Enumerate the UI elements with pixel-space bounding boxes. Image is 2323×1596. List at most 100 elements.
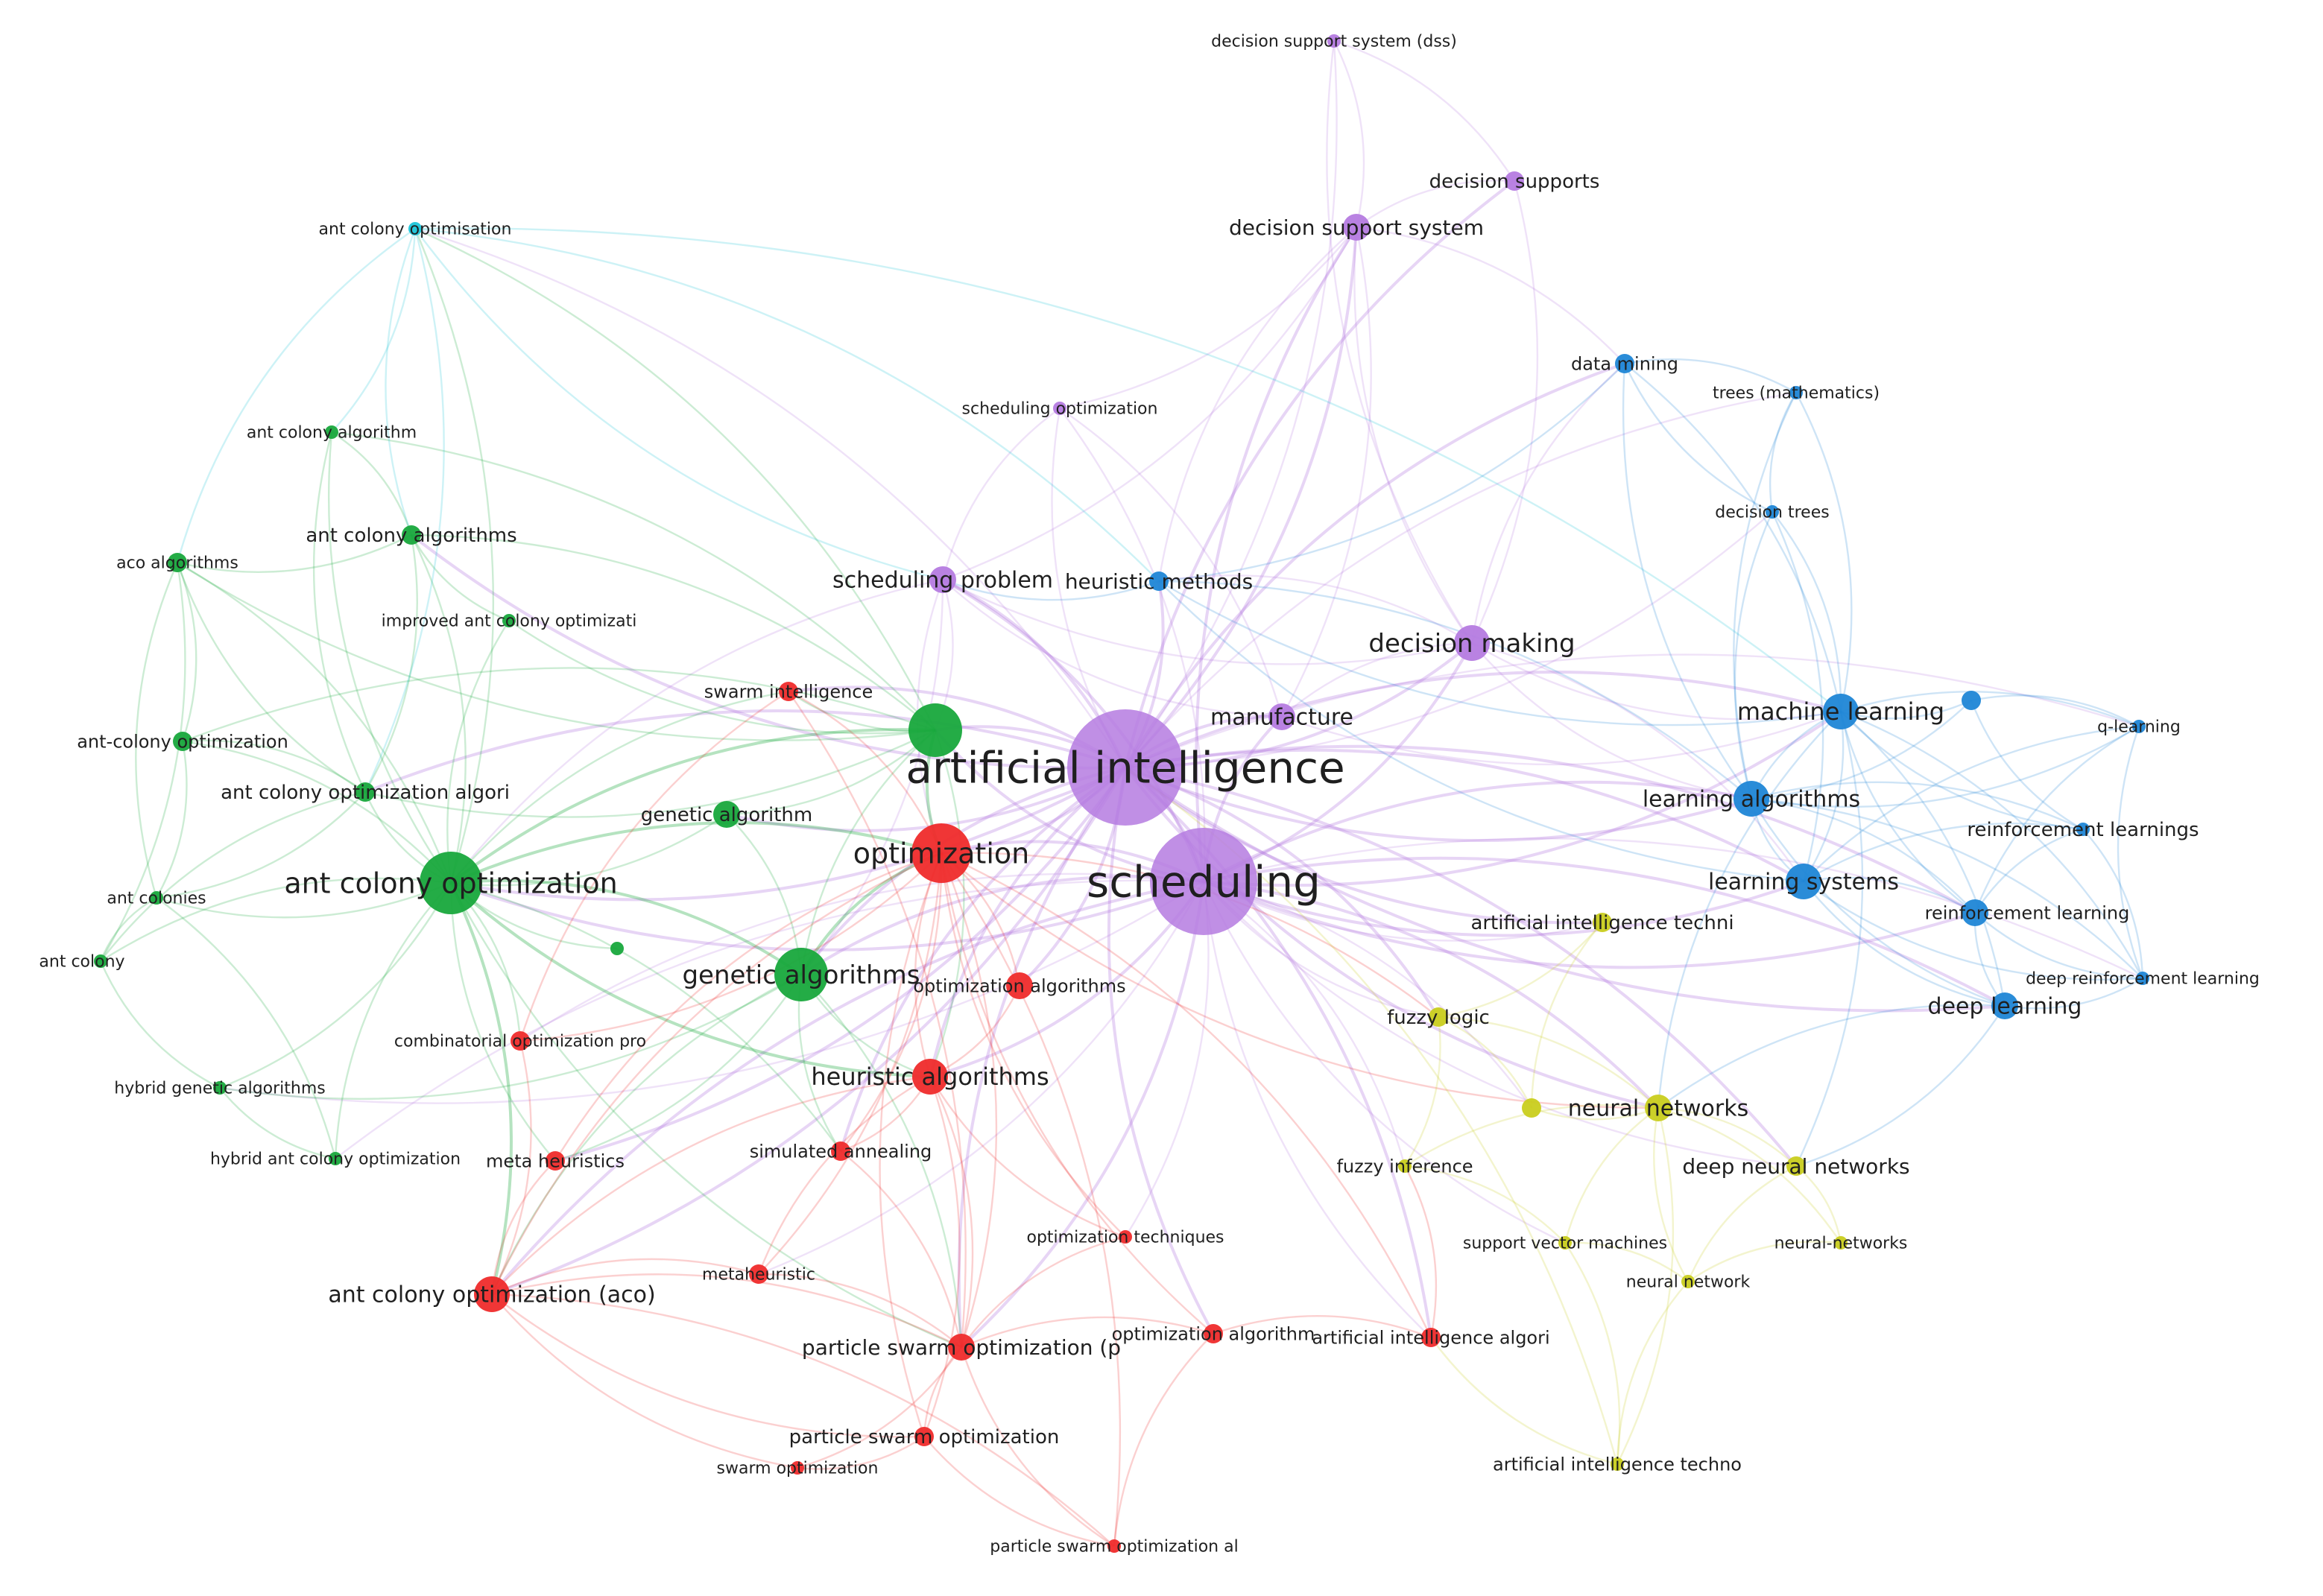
node-ai[interactable]: [1067, 709, 1183, 826]
node-so[interactable]: [1053, 402, 1066, 415]
node-mlsm[interactable]: [1962, 691, 1981, 710]
node-fl[interactable]: [1429, 1007, 1448, 1027]
edge-dl-nn: [1657, 1004, 2006, 1109]
node-mh[interactable]: [546, 1151, 565, 1171]
edge-nn-nns: [1657, 1106, 1842, 1244]
edge-dt-ml: [1772, 511, 1842, 712]
node-si[interactable]: [779, 682, 798, 701]
node-manu[interactable]: [1268, 703, 1295, 730]
edge-dss-hm: [1157, 227, 1357, 582]
node-dssd[interactable]: [1327, 34, 1341, 48]
label-acal: ant colony algorithm: [247, 424, 417, 443]
node-dnn[interactable]: [1786, 1156, 1806, 1176]
node-sa[interactable]: [831, 1141, 850, 1161]
label-opt: optimization: [853, 837, 1029, 870]
edge-hm-sp: [942, 578, 1160, 601]
node-pso[interactable]: [914, 1427, 934, 1446]
node-gmid[interactable]: [908, 703, 962, 757]
node-ysm[interactable]: [1522, 1098, 1541, 1118]
node-psop[interactable]: [948, 1334, 975, 1361]
edge-sch-rl: [1203, 880, 1976, 969]
node-sp[interactable]: [929, 566, 956, 593]
node-rl[interactable]: [1962, 899, 1988, 926]
edge-sch-sp: [942, 578, 1205, 882]
label-dm: decision making: [1368, 629, 1575, 659]
label-ls: learning systems: [1708, 870, 1899, 896]
node-opt[interactable]: [911, 823, 971, 883]
edge-dl-drl: [2004, 977, 2143, 1010]
edge-si-cop: [519, 690, 789, 1042]
node-ga[interactable]: [713, 801, 740, 828]
node-cop[interactable]: [511, 1031, 530, 1051]
edge-acoa-antco: [182, 739, 366, 793]
node-rls[interactable]: [2076, 823, 2090, 836]
node-hm[interactable]: [1149, 571, 1169, 591]
node-nn[interactable]: [1645, 1095, 1672, 1121]
edge-fl-ysm: [1438, 1016, 1533, 1109]
edge-rl-rls: [1973, 828, 2084, 913]
node-ha[interactable]: [912, 1059, 948, 1095]
node-hga[interactable]: [213, 1081, 227, 1095]
node-gas[interactable]: [774, 948, 828, 1001]
node-ls[interactable]: [1786, 864, 1821, 899]
edge-dss-dsup: [1356, 180, 1515, 228]
node-acoalgs[interactable]: [168, 553, 187, 572]
node-nn1[interactable]: [1681, 1275, 1695, 1288]
edge-la-drl: [1751, 797, 2143, 979]
edge-opt-aialg: [941, 852, 1432, 1338]
node-oalg[interactable]: [1006, 972, 1033, 999]
node-dsup[interactable]: [1505, 171, 1524, 191]
node-acoi[interactable]: [408, 222, 422, 235]
node-ac[interactable]: [94, 954, 107, 968]
edge-dm-ls: [1471, 642, 1804, 882]
node-dss[interactable]: [1343, 214, 1370, 241]
edge-rl-drl: [1974, 912, 2143, 980]
node-haco[interactable]: [329, 1152, 342, 1165]
label-oalg2: optimization algorithm: [1112, 1323, 1315, 1344]
node-antco[interactable]: [173, 732, 192, 751]
network-labels: artificial intelligenceschedulingdecisio…: [39, 33, 2259, 1557]
edge-aco-gmid: [449, 728, 936, 884]
node-svm[interactable]: [1558, 1236, 1572, 1250]
node-meta[interactable]: [749, 1264, 768, 1284]
node-nns[interactable]: [1834, 1236, 1848, 1250]
node-swo[interactable]: [791, 1461, 804, 1475]
edge-ql-drl: [2117, 726, 2144, 979]
node-dl[interactable]: [1991, 992, 2018, 1019]
node-acs[interactable]: [150, 891, 163, 905]
node-aitech[interactable]: [1593, 913, 1612, 932]
node-trees[interactable]: [1789, 386, 1803, 399]
edge-acoaco-pso: [491, 1293, 925, 1438]
edge-pso-psoal: [923, 1436, 1115, 1548]
edge-dss-dmin: [1356, 226, 1625, 364]
edge-opt-pso: [879, 852, 943, 1437]
node-dt[interactable]: [1766, 505, 1779, 519]
node-acalg[interactable]: [402, 525, 421, 545]
node-dm[interactable]: [1454, 625, 1490, 661]
node-ql[interactable]: [2132, 720, 2146, 733]
label-swo: swarm optimization: [717, 1460, 879, 1478]
node-fi[interactable]: [1398, 1159, 1412, 1173]
node-gsm[interactable]: [610, 942, 624, 955]
node-acoa[interactable]: [355, 782, 375, 802]
node-oalg2[interactable]: [1204, 1324, 1223, 1343]
edge-nn-nn1: [1653, 1107, 1690, 1282]
edge-la-ql: [1751, 725, 2140, 808]
node-acal[interactable]: [325, 425, 338, 439]
node-aitechno[interactable]: [1611, 1457, 1624, 1471]
node-ml[interactable]: [1823, 694, 1859, 729]
edge-aco-mh: [449, 882, 556, 1162]
node-dmin[interactable]: [1615, 354, 1634, 373]
node-aco[interactable]: [420, 852, 482, 914]
node-psoal[interactable]: [1107, 1539, 1121, 1553]
node-sch[interactable]: [1150, 828, 1257, 935]
edge-ls-rl: [1803, 876, 1976, 914]
node-la[interactable]: [1733, 781, 1769, 817]
node-acoaco[interactable]: [474, 1276, 510, 1312]
node-aialg[interactable]: [1421, 1328, 1441, 1347]
node-iaco[interactable]: [502, 614, 516, 627]
edge-acoaco-psoal: [491, 1293, 1115, 1547]
label-so: scheduling optimization: [962, 400, 1158, 419]
node-drl[interactable]: [2136, 972, 2149, 985]
node-ot[interactable]: [1119, 1230, 1132, 1244]
